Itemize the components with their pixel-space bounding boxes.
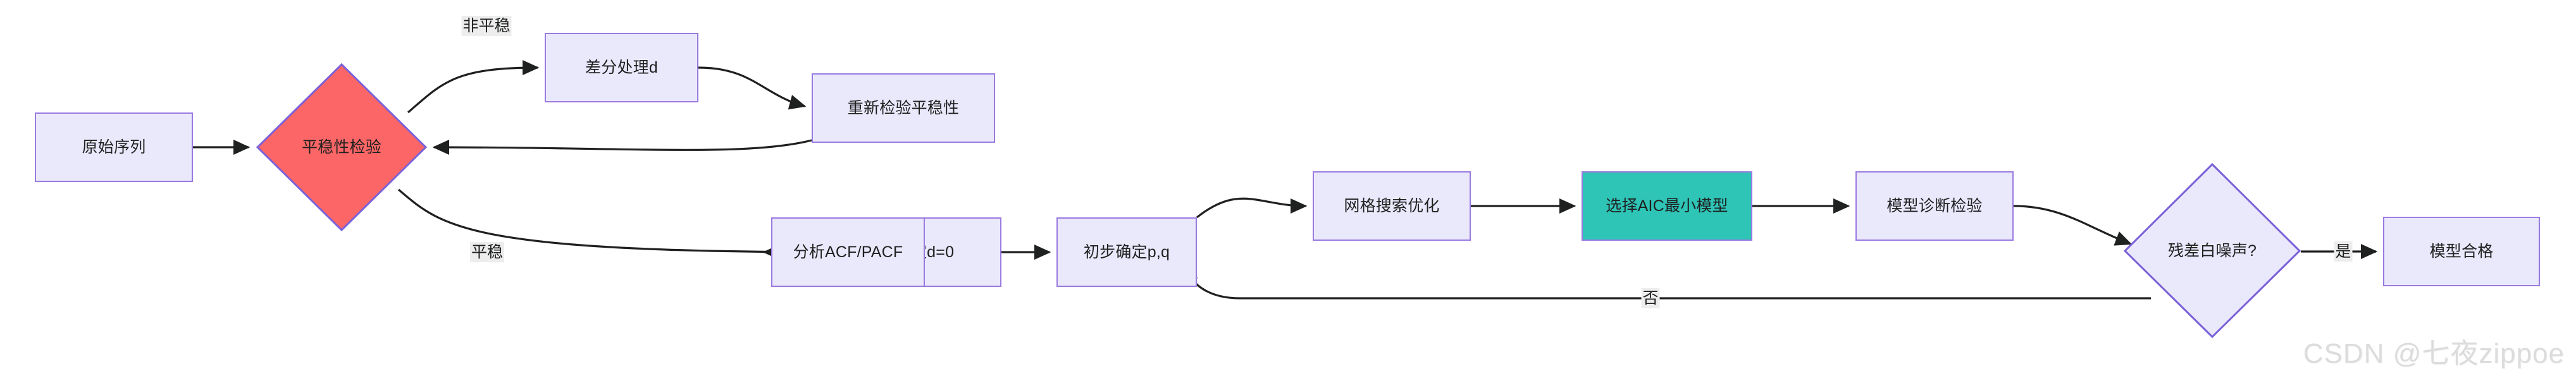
- edge-label-no: 否: [1641, 288, 1660, 308]
- edge-label-stationary: 平稳: [469, 242, 505, 262]
- node-residual-white-noise[interactable]: 残差白噪声?: [2124, 163, 2301, 338]
- edge-diagnose-to-residual: [2013, 205, 2133, 246]
- edge-stationary-to-setd: [397, 188, 843, 260]
- node-analyze-acf-pacf-label: 分析ACF/PACF: [793, 243, 903, 261]
- node-analyze-acf-pacf[interactable]: 分析ACF/PACF: [771, 217, 925, 287]
- edge-diff-to-recheck: [698, 66, 807, 110]
- node-recheck-stationarity[interactable]: 重新检验平稳性: [812, 73, 995, 143]
- edge-label-non-stationary: 非平稳: [461, 16, 512, 36]
- node-initial-pq-label: 初步确定p,q: [1083, 243, 1170, 261]
- node-differencing-label: 差分处理d: [585, 59, 658, 76]
- node-select-min-aic[interactable]: 选择AIC最小模型: [1582, 171, 1752, 241]
- node-model-accepted-label: 模型合格: [2429, 243, 2494, 260]
- node-model-diagnostics[interactable]: 模型诊断检验: [1855, 171, 2014, 241]
- node-stationarity-test[interactable]: 平稳性检验: [256, 63, 427, 231]
- diamond-shape-stationarity: [256, 63, 427, 231]
- node-differencing[interactable]: 差分处理d: [545, 33, 698, 102]
- node-raw-series-label: 原始序列: [82, 138, 146, 156]
- node-grid-search-label: 网格搜索优化: [1344, 197, 1440, 215]
- edge-residual-to-pq: [1183, 266, 2151, 300]
- node-stationarity-test-label: 平稳性检验: [301, 138, 381, 156]
- node-model-accepted[interactable]: 模型合格: [2383, 217, 2540, 286]
- node-initial-pq[interactable]: 初步确定p,q: [1056, 217, 1197, 287]
- edge-label-yes: 是: [2334, 241, 2353, 262]
- diamond-shape-residual: [2124, 163, 2301, 338]
- edge-recheck-to-stationary: [432, 139, 812, 155]
- node-select-min-aic-label: 选择AIC最小模型: [1606, 197, 1728, 215]
- node-grid-search[interactable]: 网格搜索优化: [1313, 171, 1471, 241]
- node-model-diagnostics-label: 模型诊断检验: [1886, 197, 1983, 215]
- node-raw-series[interactable]: 原始序列: [35, 112, 193, 182]
- node-recheck-stationarity-label: 重新检验平稳性: [847, 99, 960, 117]
- edge-pq-to-grid: [1196, 197, 1308, 219]
- edge-stationary-to-diff: [407, 60, 540, 114]
- node-residual-white-noise-label: 残差白噪声?: [2167, 241, 2257, 260]
